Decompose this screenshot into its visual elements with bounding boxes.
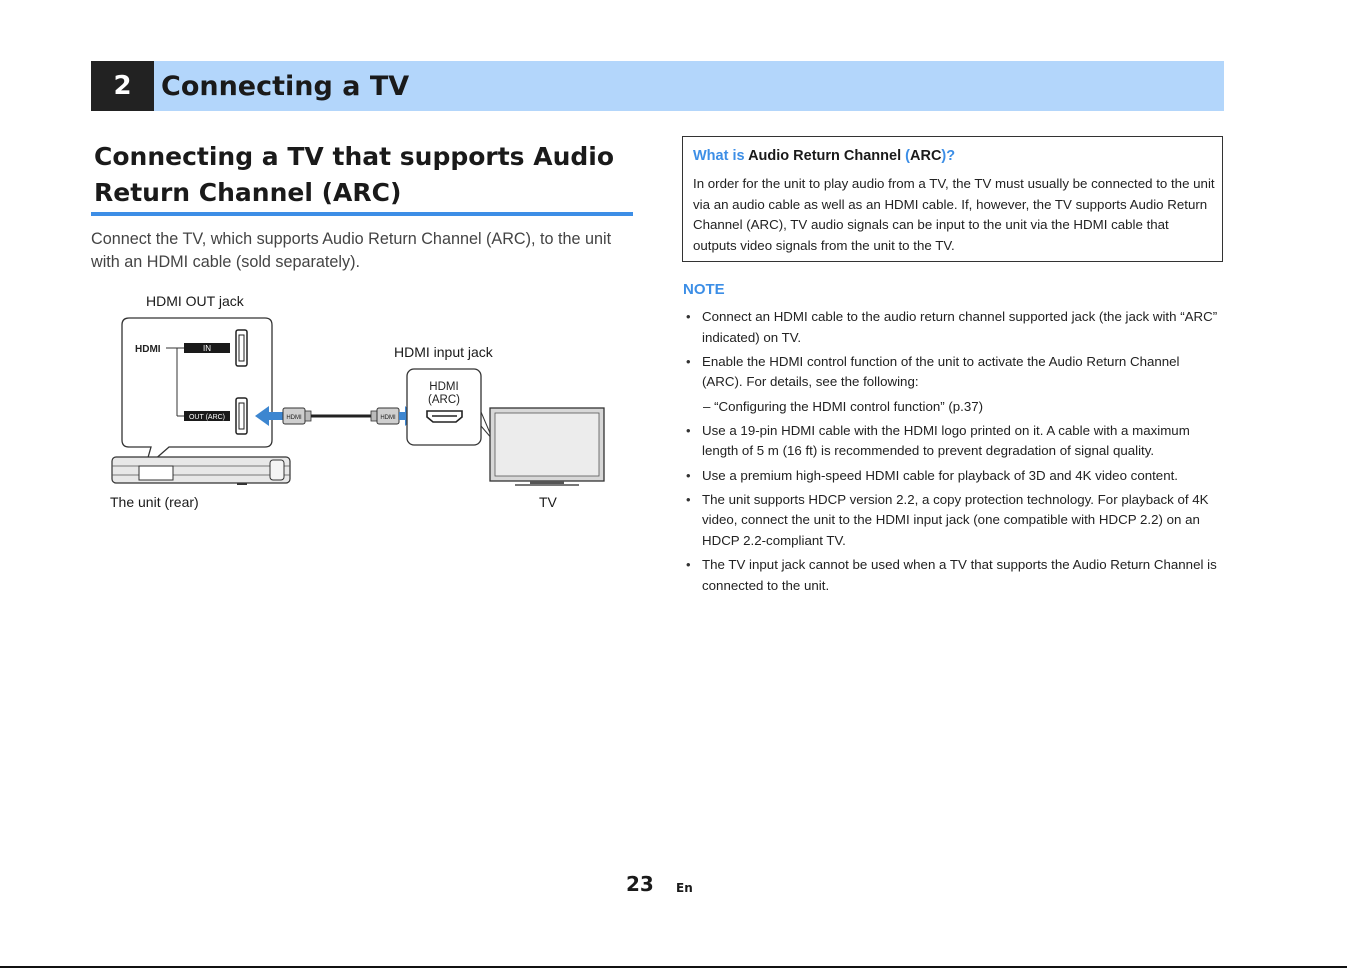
note-item: • Use a 19-pin HDMI cable with the HDMI …: [686, 422, 1190, 459]
jack-callout-box: [121, 317, 273, 470]
svg-text:HDMI: HDMI: [429, 381, 458, 393]
arc-info-body: In order for the unit to play audio from…: [693, 176, 1215, 253]
svg-text:(ARC): (ARC): [428, 394, 460, 406]
note-item: • The unit supports HDCP version 2.2, a …: [686, 491, 1209, 548]
arc-info-title: What is Audio Return Channel (ARC)?: [693, 148, 956, 164]
page-language: En: [676, 881, 693, 895]
chapter-number: 2: [91, 61, 154, 111]
section-title: Connecting a TV that supports Audio Retu…: [94, 142, 615, 207]
note-item: • Use a premium high-speed HDMI cable fo…: [686, 467, 1178, 483]
note-cross-reference-link[interactable]: – “Configuring the HDMI control function…: [703, 398, 984, 414]
connection-diagram-illustration: HDMI IN OUT (ARC) HDMI HDMI: [111, 317, 605, 486]
tv-jack-callout: [406, 368, 482, 446]
unit-jack-panel: [138, 465, 174, 481]
section-intro: Connect the TV, which supports Audio Ret…: [91, 230, 612, 271]
tv-label: TV: [539, 494, 557, 510]
port-in-label: IN: [203, 344, 211, 353]
svg-text:HDMI: HDMI: [286, 415, 302, 421]
bottom-rule: [0, 966, 1347, 968]
port-out-label: OUT (ARC): [189, 414, 225, 421]
tv-screen: [494, 412, 600, 477]
connection-diagram: HDMI IN OUT (ARC) HDMI HDMI: [105, 290, 615, 515]
unit-rear-label: The unit (rear): [110, 494, 199, 510]
note-item: • Connect an HDMI cable to the audio ret…: [686, 309, 1218, 345]
note-item: • The TV input jack cannot be used when …: [686, 557, 1217, 593]
note-heading: NOTE: [683, 281, 725, 298]
arrow-to-unit: [255, 406, 269, 426]
page-number: 23: [626, 872, 654, 896]
port-out-label-bg: [184, 411, 230, 421]
port-in-label-bg: [184, 343, 230, 353]
hdmi-logo: HDMI: [135, 344, 161, 355]
svg-text:HDMI: HDMI: [380, 415, 396, 421]
hdmi-out-jack-label: HDMI OUT jack: [146, 293, 244, 309]
chapter-title: Connecting a TV: [161, 71, 410, 102]
chapter-header: 2 Connecting a TV: [91, 61, 1224, 111]
hdmi-input-jack-label: HDMI input jack: [394, 344, 493, 360]
note-item: • Enable the HDMI control function of th…: [683, 352, 1223, 417]
note-list: • Connect an HDMI cable to the audio ret…: [683, 307, 1223, 600]
arc-info-box: What is Audio Return Channel (ARC)? In o…: [682, 136, 1223, 262]
section-title-underline: [91, 212, 633, 216]
